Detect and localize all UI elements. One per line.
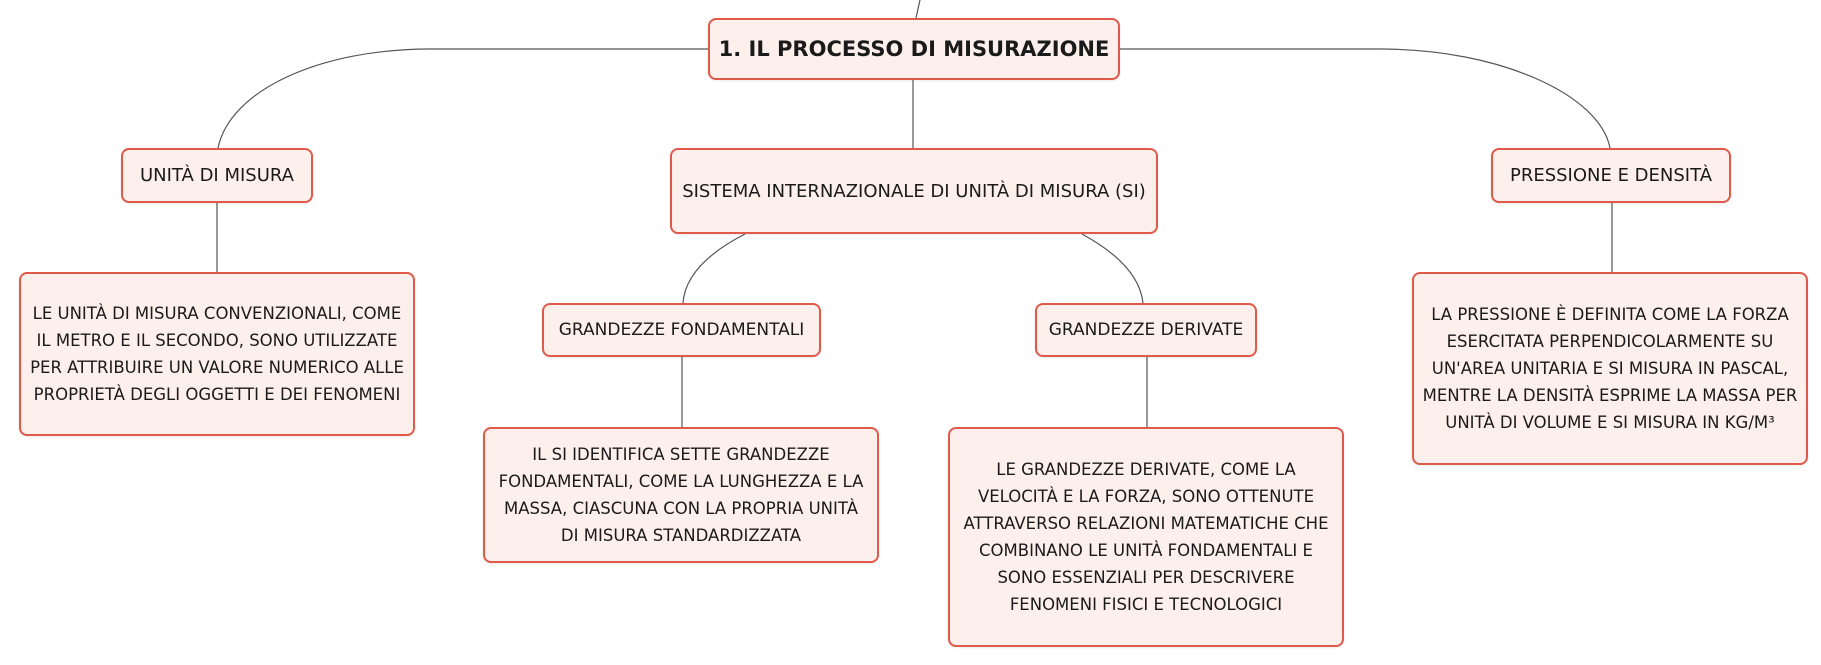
node-unita-di-misura[interactable]: UNITÀ DI MISURA (121, 148, 313, 203)
fondamentali-desc-text: IL SI IDENTIFICA SETTE GRANDEZZE FONDAME… (498, 445, 864, 545)
derivate-title: GRANDEZZE DERIVATE (1048, 320, 1244, 340)
node-pressione-description[interactable]: LA PRESSIONE È DEFINITA COME LA FORZA ES… (1412, 272, 1808, 465)
pressione-desc-text: LA PRESSIONE È DEFINITA COME LA FORZA ES… (1422, 305, 1798, 432)
node-si-title: SISTEMA INTERNAZIONALE DI UNITÀ DI MISUR… (682, 180, 1146, 202)
node-pressione-e-densita[interactable]: PRESSIONE E DENSITÀ (1491, 148, 1731, 203)
connector-si-to-derivate (1081, 233, 1144, 304)
connector-root-to-unita (217, 48, 708, 149)
fondamentali-title: GRANDEZZE FONDAMENTALI (558, 320, 805, 340)
root-title: 1. IL PROCESSO DI MISURAZIONE (718, 37, 1110, 61)
connector-si-to-fondamentali (682, 233, 746, 304)
node-sistema-internazionale[interactable]: SISTEMA INTERNAZIONALE DI UNITÀ DI MISUR… (670, 148, 1158, 234)
root-node[interactable]: 1. IL PROCESSO DI MISURAZIONE (708, 18, 1120, 80)
node-grandezze-fondamentali[interactable]: GRANDEZZE FONDAMENTALI (542, 303, 821, 357)
unita-desc-text: LE UNITÀ DI MISURA CONVENZIONALI, COME I… (30, 304, 404, 404)
node-pressione-title: PRESSIONE E DENSITÀ (1509, 165, 1713, 186)
node-unita-title: UNITÀ DI MISURA (139, 165, 294, 186)
derivate-desc-text: LE GRANDEZZE DERIVATE, COME LA VELOCITÀ … (963, 460, 1329, 614)
node-grandezze-derivate[interactable]: GRANDEZZE DERIVATE (1035, 303, 1257, 357)
node-unita-description[interactable]: LE UNITÀ DI MISURA CONVENZIONALI, COME I… (19, 272, 415, 436)
connector-root-to-pressione (1120, 48, 1611, 149)
connector-parent-to-root (915, 0, 921, 19)
node-derivate-description[interactable]: LE GRANDEZZE DERIVATE, COME LA VELOCITÀ … (948, 427, 1344, 647)
node-fondamentali-description[interactable]: IL SI IDENTIFICA SETTE GRANDEZZE FONDAME… (483, 427, 879, 563)
